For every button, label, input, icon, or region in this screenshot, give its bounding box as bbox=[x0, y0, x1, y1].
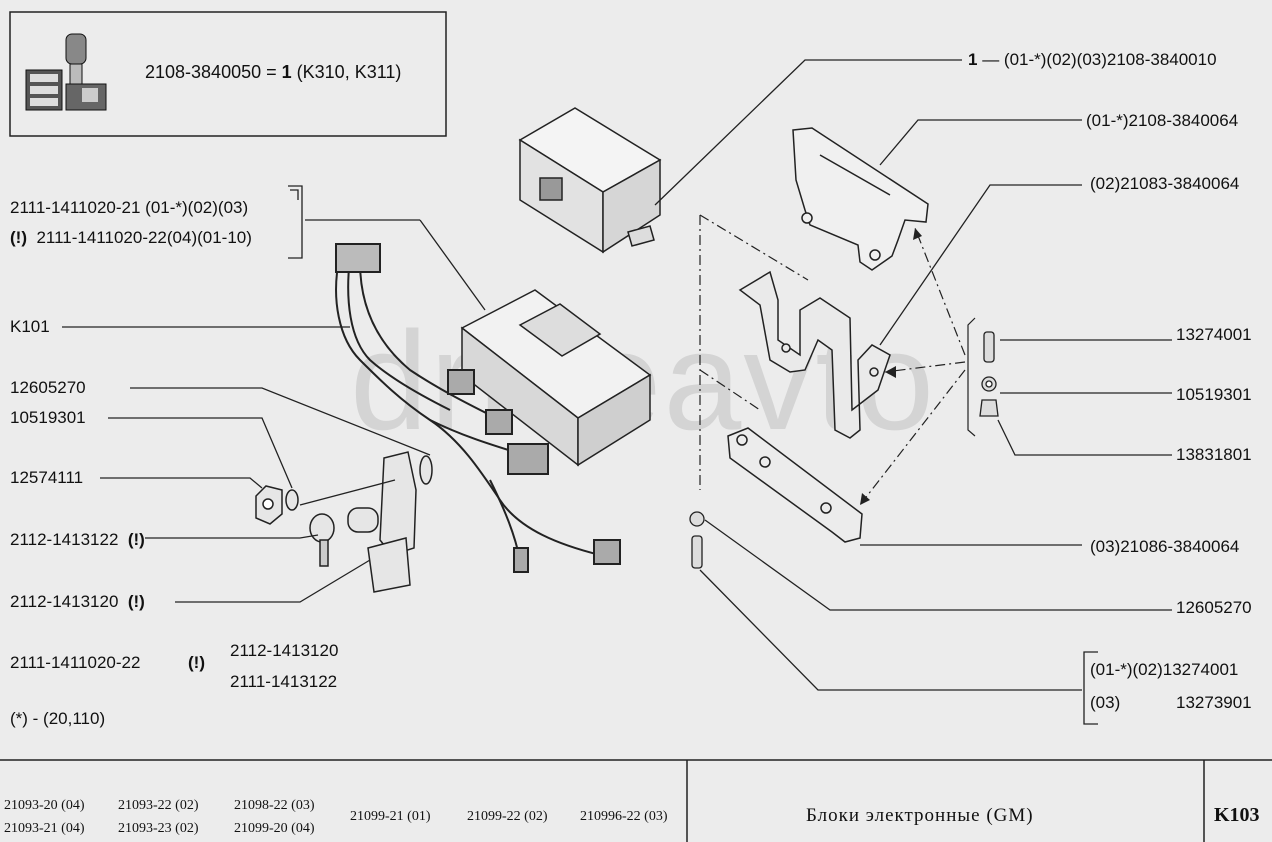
label-2112-1413122: 2112-1413122 (!) bbox=[10, 530, 145, 550]
formula-suffix: (K310, K311) bbox=[291, 62, 402, 82]
model-cell: 21093-21 (04) bbox=[4, 821, 85, 836]
part-code: 2112-1413122 bbox=[10, 530, 119, 549]
note-mark: (!) bbox=[188, 653, 205, 672]
ecu-unit bbox=[518, 107, 662, 254]
fasteners bbox=[689, 331, 999, 569]
model-cell: 21093-23 (02) bbox=[118, 821, 199, 836]
item-number: 1 bbox=[968, 50, 978, 69]
wiring-harness bbox=[335, 243, 621, 573]
bracket-upper bbox=[792, 127, 929, 271]
note-formula: 2108-3840050 = 1 (K310, K311) bbox=[145, 62, 401, 82]
part-icon bbox=[25, 33, 107, 111]
label-12605270-right: 12605270 bbox=[1176, 598, 1252, 617]
label-k101: K101 bbox=[10, 317, 50, 336]
harness-b-code: 2111-1411020-22(04)(01-10) bbox=[36, 228, 252, 247]
bracket-lower bbox=[727, 427, 863, 543]
guide-lines bbox=[699, 214, 966, 506]
bracket-group-line bbox=[967, 317, 976, 437]
label-bolt-03: 13273901 bbox=[1176, 693, 1252, 712]
label-12605270: 12605270 bbox=[10, 378, 86, 397]
leader-lines bbox=[62, 59, 1172, 725]
page-code: K103 bbox=[1214, 804, 1260, 826]
bracket-middle bbox=[738, 270, 891, 439]
label-bracket-01: (01-*)2108-3840064 bbox=[1086, 111, 1239, 130]
model-cell: 21098-22 (03) bbox=[234, 798, 315, 813]
formula-prefix: 2108-3840050 = bbox=[145, 62, 282, 82]
model-cell: 21099-21 (01) bbox=[350, 809, 431, 824]
label-bolt-03-code: (03) bbox=[1090, 693, 1121, 712]
note-box bbox=[9, 11, 447, 137]
footer-table bbox=[0, 759, 1272, 842]
model-cell: 210996-22 (03) bbox=[580, 809, 668, 824]
warning-mark: (!) bbox=[10, 228, 27, 247]
label-item-1: 1 — (01-*)(02)(03)2108-3840010 bbox=[968, 50, 1217, 70]
label-10519301: 10519301 bbox=[10, 408, 86, 427]
sensor-assembly bbox=[255, 451, 433, 593]
label-bracket-02: (02)21083-3840064 bbox=[1090, 174, 1240, 193]
warning-mark: (!) bbox=[127, 592, 145, 611]
ecu-main bbox=[460, 289, 652, 467]
legend-note: (*) - (20,110) bbox=[10, 709, 106, 728]
part-code: 2112-1413120 bbox=[10, 592, 119, 611]
note-part: 2111-1411020-22 bbox=[10, 653, 141, 672]
label-12574111: 12574111 bbox=[10, 468, 84, 487]
formula-bold: 1 bbox=[281, 62, 292, 82]
label-13831801: 13831801 bbox=[1176, 445, 1252, 464]
label-harness-b: (!) 2111-1411020-22(04)(01-10) bbox=[10, 228, 252, 248]
item-text: — (01-*)(02)(03)2108-3840010 bbox=[977, 50, 1217, 69]
label-10519301-right: 10519301 bbox=[1176, 385, 1252, 404]
model-cell: 21093-20 (04) bbox=[4, 798, 85, 813]
note-replacement-2: 2111-1413122 bbox=[230, 672, 338, 691]
page-title: Блоки электронные (GM) bbox=[806, 805, 1034, 826]
model-cell: 21099-20 (04) bbox=[234, 821, 315, 836]
label-2112-1413120: 2112-1413120 (!) bbox=[10, 592, 145, 612]
note-replacement-1: 2112-1413120 bbox=[230, 641, 339, 660]
label-bracket-03: (03)21086-3840064 bbox=[1090, 537, 1240, 556]
label-bolt-01: (01-*)(02)13274001 bbox=[1090, 660, 1239, 679]
label-13274001: 13274001 bbox=[1176, 325, 1252, 344]
warning-mark: (!) bbox=[127, 530, 145, 549]
label-harness-a: 2111-1411020-21 (01-*)(02)(03) bbox=[10, 198, 249, 217]
model-cell: 21099-22 (02) bbox=[467, 809, 548, 824]
model-cell: 21093-22 (02) bbox=[118, 798, 199, 813]
arrow-heads bbox=[860, 228, 922, 505]
